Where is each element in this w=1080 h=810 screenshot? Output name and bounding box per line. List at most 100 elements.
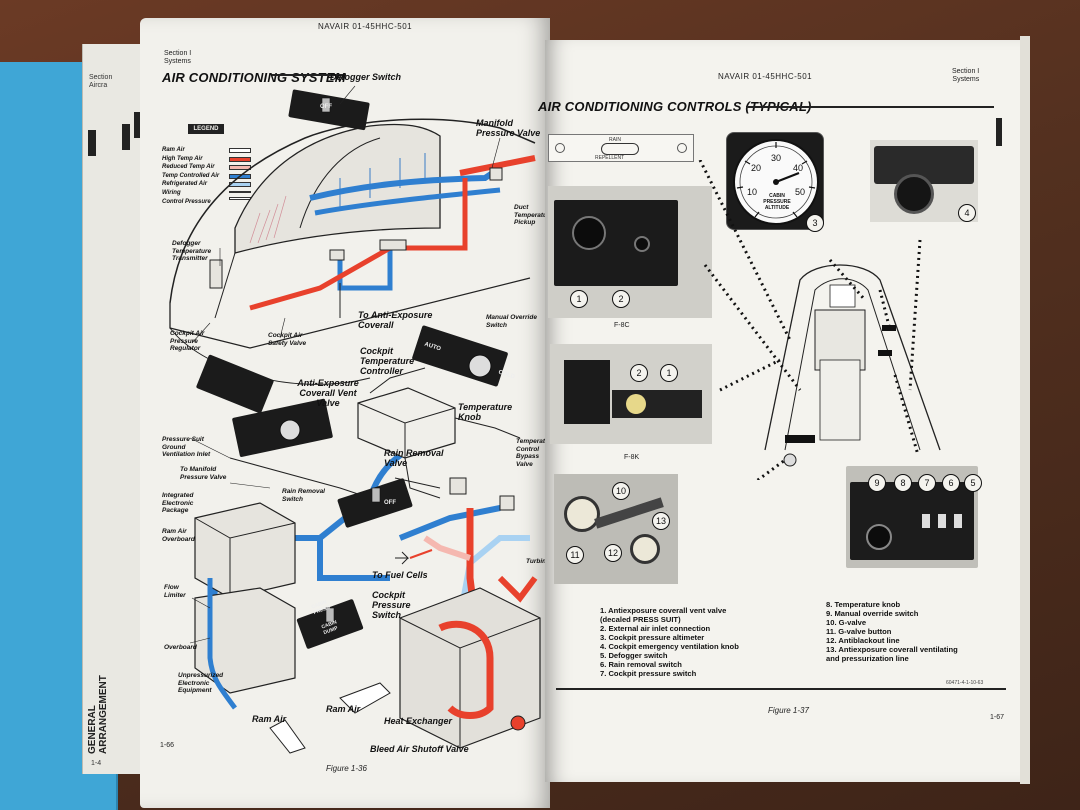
rain-repellent-button [601, 143, 639, 155]
list-item: 6. Rain removal switch [600, 660, 682, 669]
f8k-valve-knob [626, 394, 646, 414]
list-item: 12. Antiblackout line [826, 636, 900, 645]
callout-9: 9 [868, 474, 886, 492]
page-tab-mark [134, 112, 142, 138]
legend-swatch [229, 156, 251, 162]
left-section-sub: Systems [164, 58, 191, 65]
rain-panel-bottom: REPELLENT [595, 155, 625, 161]
label-to-fuel-cells: To Fuel Cells [372, 570, 428, 580]
label-unpressurized-electronic-equipment: Unpressurized Electronic Equipment [178, 672, 224, 694]
right-figure-caption: Figure 1-37 [768, 706, 809, 715]
back-section-sub: Aircra [89, 82, 108, 89]
callout-7: 7 [918, 474, 936, 492]
label-ram-air: Ram Air [326, 704, 361, 714]
back-section: Section [89, 74, 113, 81]
defogger-plate-text: OFF [320, 104, 332, 110]
label-rain-removal-valve: Rain Removal Valve [384, 448, 444, 468]
list-item: 10. G-valve [826, 618, 867, 627]
list-item: 4. Cockpit emergency ventilation knob [600, 642, 739, 651]
altimeter-dial [733, 139, 819, 225]
callout-11: 11 [566, 546, 584, 564]
label-defogger-switch: Defogger Switch [330, 72, 402, 82]
list-item: 7. Cockpit pressure switch [600, 669, 697, 678]
cockpit-location-diagram [698, 160, 941, 480]
legend-list: Ram Air High Temp Air Reduced Temp Air T… [162, 146, 219, 206]
rain-panel-top: RAIN [609, 137, 621, 143]
callout-12: 12 [604, 544, 622, 562]
label-duct-temperature-pickup: Duct Temperature Pickup [514, 204, 554, 226]
air-conditioning-diagram [169, 85, 541, 754]
list-item: 1. Antiexposure coverall vent valve [600, 606, 727, 615]
g-valve [564, 496, 600, 532]
label-manual-override-switch: Manual Override Switch [486, 314, 537, 329]
label-to-manifold-pressure-valve: To Manifold Pressure Valve [180, 466, 227, 481]
label-ram-air-overboard: Ram Air Overboard [162, 528, 195, 543]
list-item: 11. G-valve button [826, 627, 892, 636]
spine-title: GENERAL ARRANGEMENT [87, 675, 109, 754]
left-page-title: AIR CONDITIONING SYSTEM [162, 70, 346, 85]
f8c-control-panel [554, 200, 678, 286]
label-rain-removal-switch: Rain Removal Switch [282, 488, 325, 503]
altimeter-tick: 20 [751, 163, 762, 173]
f8k-control-panel [564, 360, 610, 424]
legend-item: Temp Controlled Air [162, 172, 220, 179]
callout-1: 1 [570, 290, 588, 308]
list-item: 13. Antiexposure coverall ventilating [826, 645, 958, 654]
legend-swatch [229, 148, 251, 153]
control-list-right: 8. Temperature knob 9. Manual override s… [826, 600, 958, 663]
label-cockpit-pressure-switch: Cockpit Pressure Switch [372, 590, 411, 620]
callout-2: 2 [630, 364, 648, 382]
label-turbine: Turbine [526, 558, 550, 565]
callout-13: 13 [652, 512, 670, 530]
label-temperature-control-bypass-valve: Temperature Control Bypass Valve [516, 438, 556, 468]
callout-10: 10 [612, 482, 630, 500]
cockpit-pressure-altimeter: CABIN PRESSURE ALTITUDE 10 20 30 40 50 [726, 132, 824, 230]
toggle-switch [954, 514, 962, 528]
callout-8: 8 [894, 474, 912, 492]
list-item: (decaled PRESS SUIT) [600, 615, 681, 624]
list-item: 2. External air inlet connection [600, 624, 711, 633]
temperature-knob-photo [866, 524, 892, 550]
altimeter-tick: 10 [747, 187, 758, 197]
title-rule [746, 106, 994, 108]
legend-item: Control Pressure [162, 198, 211, 205]
label-cockpit-temperature-controller: Cockpit Temperature Controller [360, 346, 415, 376]
page-tab-mark [996, 118, 1002, 146]
page-edge [1020, 36, 1030, 784]
legend-item: High Temp Air [162, 155, 203, 162]
right-section-sub: Systems [952, 76, 980, 83]
altimeter-tick: 40 [793, 163, 804, 173]
list-item: 3. Cockpit pressure altimeter [600, 633, 705, 642]
list-item: 8. Temperature knob [826, 600, 901, 609]
back-page-number: 1-4 [91, 760, 102, 767]
left-page-number: 1-66 [160, 742, 175, 749]
altimeter-tick: 30 [771, 153, 782, 163]
label-manifold-pressure-valve: Manifold Pressure Valve [476, 118, 541, 138]
panel-screw [677, 143, 687, 153]
figure-code: 60471-4-1-10-63 [946, 680, 984, 686]
label-bleed-air-shutoff-valve: Bleed Air Shutoff Valve [370, 744, 469, 754]
altimeter-tick: 50 [795, 187, 806, 197]
callout-1: 1 [660, 364, 678, 382]
toggle-switch [938, 514, 946, 528]
list-item: 9. Manual override switch [826, 609, 919, 618]
label-to-anti-exposure-coverall: To Anti-Exposure Coverall [358, 310, 433, 330]
list-item: and pressurization line [826, 654, 909, 663]
ventilation-knob [894, 174, 934, 214]
left-doc-number: NAVAIR 01-45HHC-501 [318, 22, 413, 31]
footer-rule [556, 688, 1006, 690]
toggle-switch [922, 514, 930, 528]
legend-item: Wiring [162, 189, 181, 196]
g-valve-button [630, 534, 660, 564]
title-rule [272, 74, 346, 76]
legend-title: LEGEND [188, 124, 224, 134]
right-page-title: AIR CONDITIONING CONTROLS (TYPICAL) [538, 99, 812, 114]
photo-label-f8c: F-8C [614, 322, 630, 329]
rain-removal-plate-text: OFF [384, 500, 396, 506]
photo-label-f8k: F-8K [624, 454, 640, 461]
f8k-panel-photo [550, 344, 712, 444]
page-tab-mark [88, 130, 96, 156]
callout-4: 4 [958, 204, 976, 222]
f8c-switch [634, 236, 650, 252]
label-flow-limiter: Flow Limiter [164, 584, 186, 599]
